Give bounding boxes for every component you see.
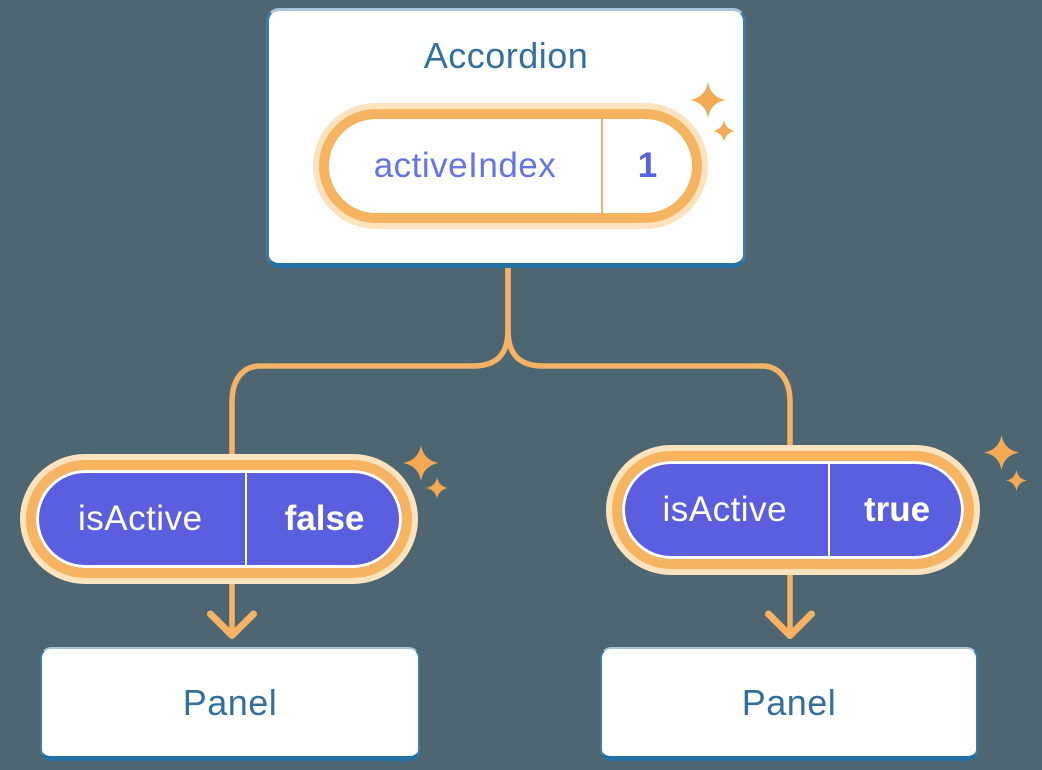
- prop-pill-divider: [827, 461, 830, 559]
- prop-pill-isactive-right: isActive true: [606, 445, 980, 575]
- sparkle-icon: [690, 82, 726, 118]
- state-pill-activeindex: activeIndex 1: [313, 103, 708, 229]
- prop-pill-label: isActive: [77, 499, 203, 538]
- accordion-card-title: Accordion: [423, 35, 589, 76]
- prop-pill-label: isActive: [662, 490, 788, 529]
- prop-pill-ring: isActive true: [612, 451, 974, 569]
- sparkle-icon: [713, 120, 735, 142]
- sparkle-icon: [1006, 470, 1027, 491]
- prop-pill-isactive-left: isActive false: [20, 454, 418, 584]
- prop-pill-divider: [244, 470, 247, 568]
- arrow-down-icon: [207, 610, 257, 639]
- panel-card-title: Panel: [741, 681, 837, 723]
- panel-card-title: Panel: [182, 681, 278, 723]
- state-pill-divider: [601, 119, 603, 213]
- panel-card-right: Panel: [600, 647, 978, 761]
- state-pill-label: activeIndex: [373, 146, 557, 185]
- prop-pill-value: true: [863, 490, 931, 529]
- panel-card-left: Panel: [40, 647, 420, 761]
- prop-pill-ring: isActive false: [26, 460, 412, 578]
- state-pill-value: 1: [637, 146, 658, 185]
- sparkle-icon: [403, 445, 439, 481]
- state-pill-ring: activeIndex 1: [319, 109, 702, 223]
- sparkle-icon: [426, 477, 448, 499]
- sparkle-icon: [984, 435, 1019, 470]
- prop-pill-value: false: [284, 499, 365, 538]
- accordion-card: Accordion activeIndex 1: [266, 8, 746, 268]
- arrow-down-icon: [765, 610, 815, 639]
